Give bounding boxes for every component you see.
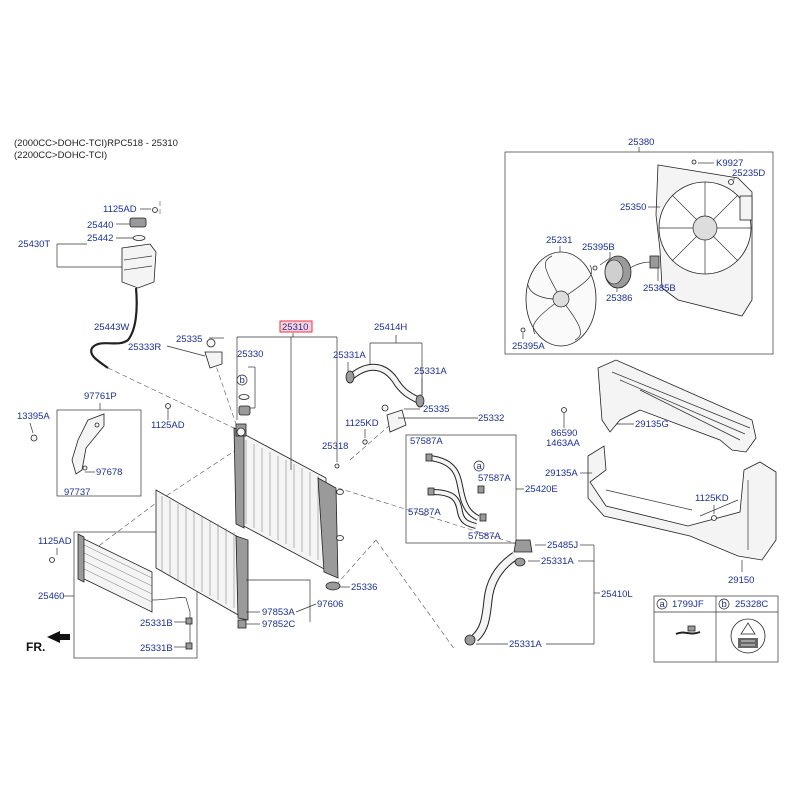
label-25335-right[interactable]: 25335	[423, 404, 449, 415]
label-25380[interactable]: 25380	[628, 137, 654, 148]
front-direction-label: FR.	[26, 640, 45, 654]
label-57587A-1[interactable]: 57587A	[410, 436, 443, 447]
label-25331A-3[interactable]: 25331A	[541, 556, 574, 567]
label-13395A[interactable]: 13395A	[17, 411, 50, 422]
label-25335-left[interactable]: 25335	[176, 334, 202, 345]
lower-hose-group: 25485J 25331A 25410L 25331A	[464, 539, 633, 650]
label-1125AD-left[interactable]: 1125AD	[38, 536, 72, 547]
label-29135G[interactable]: 29135G	[635, 419, 669, 430]
label-25414H[interactable]: 25414H	[374, 322, 407, 333]
fan-motor-icon	[604, 255, 660, 289]
label-97737[interactable]: 97737	[64, 487, 90, 498]
callout-a: a	[477, 461, 483, 472]
label-25333R[interactable]: 25333R	[128, 342, 161, 353]
label-1125AD-mid[interactable]: 1125AD	[151, 420, 185, 431]
label-25310[interactable]: 25310	[282, 322, 308, 333]
label-29150[interactable]: 29150	[728, 575, 754, 586]
label-25331A-1[interactable]: 25331A	[333, 350, 366, 361]
legend-part-b[interactable]: 25328C	[735, 599, 768, 610]
fan-shroud-group: 25380 K9927 25235D 25350 25231	[504, 137, 774, 355]
trans-cooler-icon	[77, 533, 191, 644]
label-57587A-3[interactable]: 57587A	[408, 507, 441, 518]
label-25231[interactable]: 25231	[546, 235, 572, 246]
heater-hose-group: a	[405, 434, 517, 544]
label-97853A[interactable]: 97853A	[262, 607, 295, 618]
label-25395B[interactable]: 25395B	[582, 242, 615, 253]
label-25385B[interactable]: 25385B	[643, 283, 676, 294]
label-25430T[interactable]: 25430T	[18, 239, 50, 250]
upper-hose-group: 25414H	[345, 322, 425, 408]
label-25443W[interactable]: 25443W	[94, 322, 129, 333]
label-25395A[interactable]: 25395A	[512, 341, 545, 352]
engine-variant-2: (2200CC>DOHC-TCI)	[14, 150, 107, 161]
legend-part-a[interactable]: 1799JF	[672, 599, 704, 610]
legend-box: a 1799JF b 25328C	[653, 595, 779, 663]
label-97761P[interactable]: 97761P	[84, 391, 117, 402]
label-57587A-2[interactable]: 57587A	[478, 473, 511, 484]
front-carrier-icon	[587, 359, 777, 561]
label-25410L[interactable]: 25410L	[601, 589, 633, 600]
label-97606[interactable]: 97606	[317, 599, 343, 610]
reservoir-group: 1125AD 25440 25442 25430T 25443W	[18, 204, 158, 369]
label-25331A-2[interactable]: 25331A	[414, 366, 447, 377]
legend-key-a: a	[660, 599, 666, 610]
fan-shroud-icon	[655, 164, 753, 317]
label-25386[interactable]: 25386	[606, 293, 632, 304]
condenser-icon	[155, 489, 249, 629]
label-25332[interactable]: 25332	[478, 413, 504, 424]
callout-b: b	[240, 375, 245, 386]
label-25336[interactable]: 25336	[351, 582, 377, 593]
label-29135A[interactable]: 29135A	[545, 468, 578, 479]
front-arrow-icon	[47, 631, 70, 643]
label-1125KD-center[interactable]: 1125KD	[345, 418, 379, 429]
label-25442[interactable]: 25442	[87, 233, 113, 244]
warning-cap-icon	[730, 618, 766, 654]
label-97852C[interactable]: 97852C	[262, 619, 295, 630]
label-57587A-4[interactable]: 57587A	[468, 531, 501, 542]
engine-variant-1: (2000CC>DOHC-TCI)RPC518 - 25310	[14, 138, 178, 149]
label-K9927[interactable]: K9927	[716, 158, 743, 169]
label-25235D[interactable]: 25235D	[732, 168, 765, 179]
label-25318[interactable]: 25318	[322, 441, 348, 452]
label-25331B-2[interactable]: 25331B	[140, 643, 173, 654]
label-25330[interactable]: 25330	[237, 349, 263, 360]
overflow-hose-icon	[90, 287, 138, 369]
label-25440[interactable]: 25440	[87, 220, 113, 231]
clip-icon	[675, 631, 701, 635]
label-86590[interactable]: 86590	[551, 428, 577, 439]
bracket-group: 97761P 13395A 1125AD 97678 97737	[17, 391, 185, 498]
label-25485J[interactable]: 25485J	[547, 540, 578, 551]
label-25420E[interactable]: 25420E	[525, 484, 558, 495]
label-1125KD-right[interactable]: 1125KD	[695, 493, 729, 504]
reservoir-tank-icon	[121, 243, 157, 289]
legend-key-b: b	[722, 599, 727, 610]
label-25460[interactable]: 25460	[38, 591, 64, 602]
label-1125AD-top[interactable]: 1125AD	[103, 204, 137, 215]
label-1463AA[interactable]: 1463AA	[546, 438, 580, 449]
fan-blade-icon	[525, 251, 597, 347]
label-25350[interactable]: 25350	[620, 202, 646, 213]
label-97678[interactable]: 97678	[96, 467, 122, 478]
label-25331B-1[interactable]: 25331B	[140, 618, 173, 629]
label-25331A-4[interactable]: 25331A	[509, 639, 542, 650]
